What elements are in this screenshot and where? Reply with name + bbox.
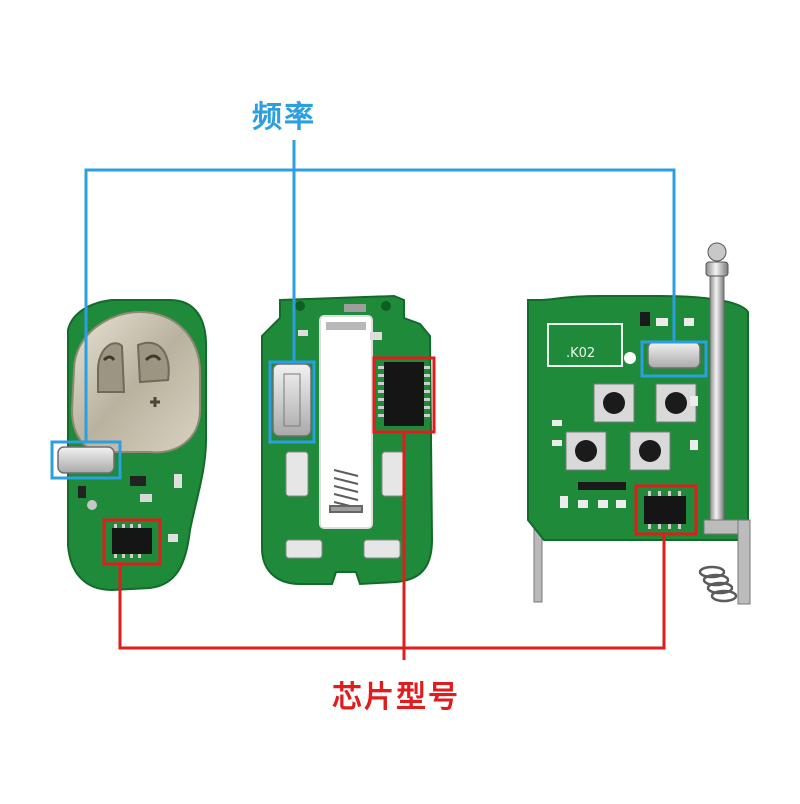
frequency-box-middle <box>268 360 316 444</box>
left-chip <box>112 524 152 558</box>
frequency-callout-lines <box>84 140 676 442</box>
right-crystal <box>647 341 701 369</box>
left-crystal <box>57 446 115 474</box>
chip-box-left <box>102 518 162 566</box>
right-chip <box>644 491 686 529</box>
coil-spring <box>698 565 738 603</box>
chip-model-label: 芯片型号 <box>332 680 460 715</box>
telescopic-antenna <box>703 242 751 605</box>
frequency-box-left <box>50 440 122 480</box>
middle-chip <box>378 362 430 426</box>
left-pcb-board <box>57 299 207 592</box>
middle-pcb-board <box>261 294 434 586</box>
chip-box-right <box>634 484 698 536</box>
chip-callout-lines <box>118 432 666 660</box>
battery-slot <box>319 315 373 529</box>
battery-spring <box>329 469 363 513</box>
frequency-box-right <box>640 340 708 378</box>
board-silkscreen-label: .K02 <box>566 346 595 361</box>
coin-cell-holder <box>70 310 201 454</box>
chip-box-middle <box>372 356 436 434</box>
tactile-buttons <box>565 383 697 471</box>
frequency-label: 频率 <box>252 100 316 135</box>
right-pcb-board: .K02 <box>527 242 751 605</box>
middle-crystal <box>272 363 312 437</box>
